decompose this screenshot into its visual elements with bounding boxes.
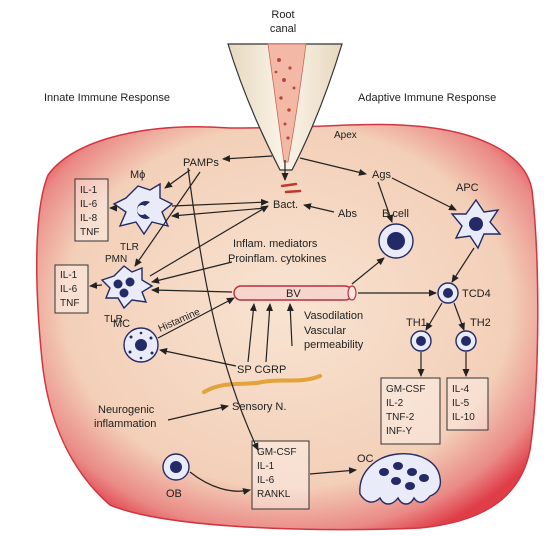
osteoclast-cell-icon xyxy=(359,453,442,505)
arrow-tcd4-to-th2 xyxy=(453,302,465,331)
apc-label: APC xyxy=(456,182,479,194)
mc-label: MC xyxy=(113,318,130,330)
box-item: GM-CSF xyxy=(257,447,296,458)
arrow-ags-to-bcell xyxy=(377,181,393,223)
macrophage-cytokine-box: IL-1 IL-6 IL-8 TNF xyxy=(74,178,109,242)
arrow-pamps-to-macrophage xyxy=(164,169,191,189)
abs-label: Abs xyxy=(338,208,357,220)
arrow-bv-to-bcell xyxy=(351,257,385,285)
arrow-apc-to-tcd4 xyxy=(451,247,475,283)
inflammation-label: inflammation xyxy=(94,418,156,430)
proinflam-cytokines-label: Proinflam. cytokines xyxy=(228,253,327,265)
th1-label: TH1 xyxy=(406,317,427,329)
arrow-box-to-oc xyxy=(309,467,357,475)
arrow-bact-to-macrophage xyxy=(171,207,267,219)
arrow-ob-to-box xyxy=(189,471,251,495)
vascular-label: Vascular xyxy=(304,325,346,337)
ags-label: Ags xyxy=(372,169,391,181)
box-item: TNF xyxy=(60,298,79,309)
neurogenic-label: Neurogenic xyxy=(98,404,155,416)
pathway-arrows xyxy=(89,155,475,495)
arrow-mc-to-bv xyxy=(157,297,235,339)
macrophage-label: Mϕ xyxy=(130,169,145,181)
arrow-vasodilation-to-bv xyxy=(286,303,294,347)
mast-cell-icon xyxy=(123,327,159,363)
tlr-label-pmn: TLR xyxy=(104,314,123,325)
arrow-sp-to-bv-1 xyxy=(247,303,257,363)
box-item: IL-1 xyxy=(257,461,275,472)
periapical-lesion xyxy=(36,123,539,531)
arrow-macrophage-to-bact xyxy=(171,198,269,207)
box-item: IL-6 xyxy=(60,284,78,295)
box-item: TNF xyxy=(80,227,99,238)
box-item: GM-CSF xyxy=(386,384,425,395)
th2-cytokine-box: IL-4 IL-5 IL-10 xyxy=(446,377,489,431)
box-item: IL-1 xyxy=(60,270,78,281)
osteoblast-cell-icon xyxy=(162,453,190,481)
arrow-apex-to-pamps xyxy=(222,155,273,163)
arrow-bv-to-pmn xyxy=(151,286,233,294)
blood-vessel-icon xyxy=(233,285,357,301)
box-item: IL-1 xyxy=(80,185,98,196)
b-cell-label: B cell xyxy=(382,208,409,220)
box-item: IL-2 xyxy=(386,398,404,409)
bacteria-label: Bact. xyxy=(273,199,298,211)
root-canal-label-line2: canal xyxy=(270,23,296,35)
box-item: INF-Y xyxy=(386,426,412,437)
b-cell-icon xyxy=(378,223,414,259)
sensory-nerve-icon xyxy=(202,374,322,394)
macrophage-cell-icon xyxy=(112,182,174,236)
tcd4-cell-icon xyxy=(437,282,459,304)
arrow-sp-to-bv-2 xyxy=(265,303,274,363)
tcd4-label: TCD4 xyxy=(462,288,491,300)
arrow-pmn-to-bact xyxy=(149,205,269,277)
arrow-abs-to-bact xyxy=(303,203,335,213)
bacteria-icon xyxy=(280,182,302,194)
box-item: IL-5 xyxy=(452,398,470,409)
bv-label: BV xyxy=(286,288,301,300)
box-item: IL-4 xyxy=(452,384,470,395)
sp-cgrp-label: SP CGRP xyxy=(237,364,286,376)
pmn-cytokine-box: IL-1 IL-6 TNF xyxy=(54,264,89,314)
arrow-mediators-to-pmn xyxy=(151,261,233,284)
box-item: TNF-2 xyxy=(386,412,415,423)
adaptive-immune-response-label: Adaptive Immune Response xyxy=(358,92,496,104)
box-item: RANKL xyxy=(257,489,291,500)
inflam-mediators-label: Inflam. mediators xyxy=(233,238,318,250)
arrow-ags-to-apc xyxy=(391,177,457,211)
arrow-sp-to-mc xyxy=(159,348,237,367)
th1-cell-icon xyxy=(410,330,432,352)
th2-cell-icon xyxy=(455,330,477,352)
arrow-tcd4-to-th1 xyxy=(425,302,443,331)
pmn-neutrophil-icon xyxy=(100,265,154,310)
box-item: IL-6 xyxy=(257,475,275,486)
ob-cytokine-box: GM-CSF IL-1 IL-6 RANKL xyxy=(251,440,310,510)
sensory-n-label: Sensory N. xyxy=(232,401,286,413)
th2-label: TH2 xyxy=(470,317,491,329)
th1-cytokine-box: GM-CSF IL-2 TNF-2 INF-Y xyxy=(380,377,441,445)
pamps-label: PAMPs xyxy=(183,157,219,169)
pmn-label: PMN xyxy=(105,254,127,265)
tlr-label-macrophage: TLR xyxy=(120,242,139,253)
root-canal-channel xyxy=(267,43,307,163)
canal-bacteria xyxy=(274,58,296,140)
arrow-apex-to-ags xyxy=(299,157,367,176)
box-item: IL-10 xyxy=(452,412,475,423)
arrow-pamps-to-pmn xyxy=(134,171,201,267)
apex-label: Apex xyxy=(334,130,357,141)
oc-label: OC xyxy=(357,453,374,465)
permeability-label: permeability xyxy=(304,339,364,351)
arrow-pmn-to-box xyxy=(89,281,103,289)
box-item: IL-6 xyxy=(80,199,98,210)
root-canal-label-line1: Root xyxy=(271,9,294,21)
arrow-pamps-to-ob-box xyxy=(187,167,259,451)
vasodilation-label: Vasodilation xyxy=(304,310,363,322)
innate-immune-response-label: Innate Immune Response xyxy=(44,92,170,104)
arrow-neurogenic-to-sensory xyxy=(167,404,229,421)
box-item: IL-8 xyxy=(80,213,98,224)
apc-dendritic-cell-icon xyxy=(450,198,502,250)
ob-label: OB xyxy=(166,488,182,500)
